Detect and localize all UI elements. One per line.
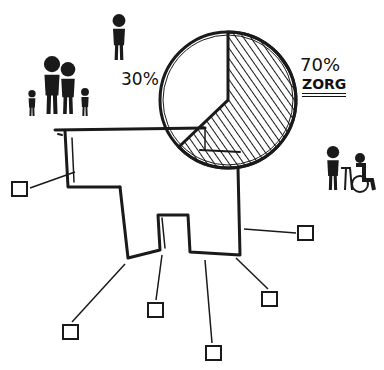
person-figure bbox=[327, 146, 339, 190]
wheelchair-user bbox=[352, 153, 374, 192]
leader-line bbox=[72, 264, 125, 322]
room-square bbox=[262, 292, 277, 306]
pie-outline bbox=[160, 32, 296, 168]
room-square bbox=[63, 325, 78, 339]
plan-wall bbox=[162, 218, 165, 248]
elderly-with-walker bbox=[327, 146, 352, 190]
pie-chart bbox=[160, 32, 296, 168]
plan-wall bbox=[72, 138, 74, 182]
plan-wall bbox=[58, 134, 62, 135]
plan-wall bbox=[120, 168, 240, 258]
person-figure bbox=[44, 56, 60, 114]
room-square bbox=[12, 182, 27, 196]
room-square bbox=[298, 226, 313, 240]
room-markers bbox=[12, 172, 313, 360]
room-square bbox=[148, 303, 163, 317]
category-label: ZORG bbox=[302, 77, 346, 97]
leader-line bbox=[236, 258, 268, 289]
leader-line bbox=[30, 172, 75, 188]
percentage-label: 70% bbox=[300, 55, 340, 75]
plan-wall bbox=[55, 128, 205, 130]
leader-line bbox=[156, 255, 162, 300]
room-square bbox=[206, 346, 221, 360]
plan-wall bbox=[200, 150, 240, 152]
plan-wall bbox=[65, 131, 120, 187]
pie-outline-sketch bbox=[163, 35, 293, 165]
person-figure bbox=[28, 90, 35, 116]
person-figure bbox=[81, 88, 89, 116]
percentage-label: 30% bbox=[121, 70, 159, 89]
leader-line bbox=[244, 229, 296, 233]
person-figure bbox=[61, 62, 76, 114]
person-figure bbox=[113, 14, 126, 60]
plan-wall bbox=[204, 130, 206, 150]
floor-plan bbox=[55, 128, 240, 258]
leader-line bbox=[205, 260, 212, 343]
people bbox=[28, 14, 125, 116]
